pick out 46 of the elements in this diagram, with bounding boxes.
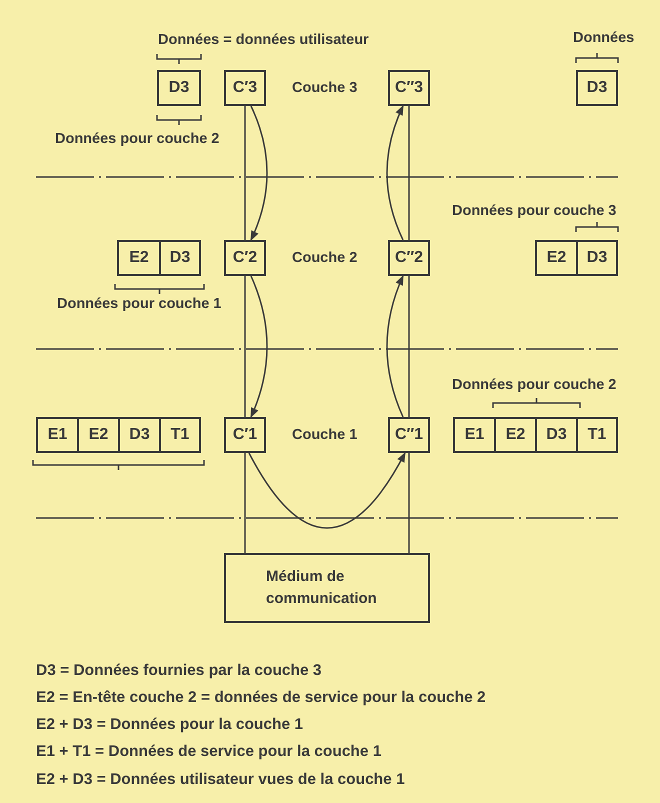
- data-field-box: C″2: [388, 240, 430, 276]
- legend-note: E1 + T1 = Données de service pour la couche 1: [36, 743, 382, 761]
- legend-note: E2 = En-tête couche 2 = données de service pour la couche 2: [36, 689, 486, 707]
- arrow: [386, 105, 404, 240]
- data-field-box: E2: [117, 240, 161, 276]
- data-field-box: E1: [453, 417, 496, 453]
- connector-line: [408, 276, 410, 417]
- data-field-box: C′3: [224, 70, 266, 106]
- data-field-box: E2: [535, 240, 578, 276]
- arrow: [248, 452, 406, 529]
- data-caption: Données pour couche 2: [452, 377, 616, 393]
- connector-line: [408, 453, 410, 553]
- data-field-box: T1: [159, 417, 201, 453]
- layer-label: Couche 1: [292, 427, 358, 443]
- data-caption: Données pour couche 2: [55, 131, 220, 147]
- data-field-box: E2: [77, 417, 120, 453]
- data-field-box: C′1: [224, 417, 266, 453]
- legend-note: D3 = Données fournies par la couche 3: [36, 662, 322, 680]
- legend-note: E2 + D3 = Données pour la couche 1: [36, 716, 304, 734]
- data-caption: Données pour couche 3: [452, 203, 616, 219]
- data-field-box: D3: [535, 417, 578, 453]
- connector-line: [244, 276, 246, 417]
- data-field-box: D3: [576, 240, 618, 276]
- data-field-box: T1: [576, 417, 618, 453]
- data-field-box: D3: [576, 70, 618, 106]
- arrow: [250, 106, 268, 241]
- connector-line: [408, 106, 410, 240]
- data-caption: Données: [573, 30, 634, 46]
- data-field-box: C′2: [224, 240, 266, 276]
- data-field-box: E2: [494, 417, 537, 453]
- data-field-box: C″3: [388, 70, 430, 106]
- layer-label: Couche 3: [292, 80, 358, 96]
- data-caption: Données pour couche 1: [57, 296, 222, 312]
- layer-label: Couche 2: [292, 250, 358, 266]
- data-caption: Données = données utilisateur: [158, 32, 369, 48]
- arrow: [250, 276, 268, 418]
- connector-line: [244, 106, 246, 240]
- data-field-box: D3: [159, 240, 201, 276]
- data-field-box: E1: [36, 417, 79, 453]
- connector-line: [244, 453, 246, 553]
- medium-box: Médium de communication: [224, 553, 430, 623]
- data-field-box: D3: [157, 70, 201, 106]
- legend-note: E2 + D3 = Données utilisateur vues de la couche 1: [36, 771, 405, 789]
- data-field-box: C″1: [388, 417, 430, 453]
- data-field-box: D3: [118, 417, 161, 453]
- arrow: [386, 275, 404, 418]
